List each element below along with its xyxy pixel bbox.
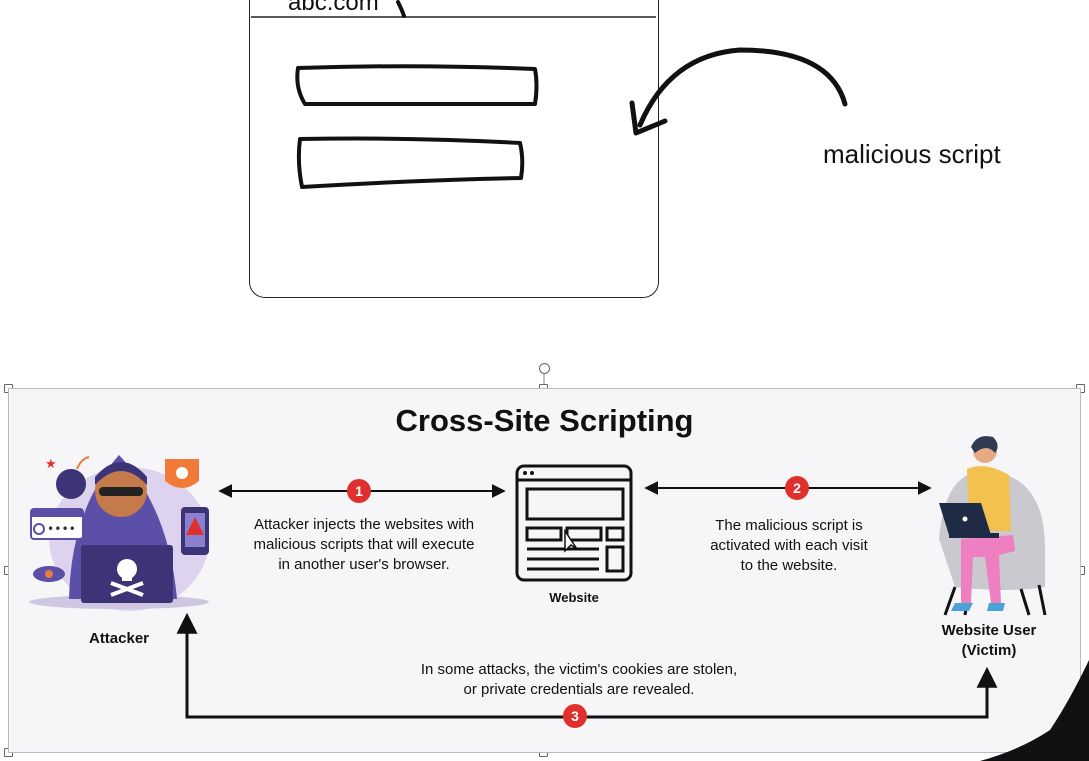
arrowhead-sketch [629, 100, 668, 136]
step-3-line-2: or private credentials are revealed. [463, 681, 695, 698]
step-badge-3: 3 [563, 704, 587, 728]
rotate-handle[interactable] [539, 363, 550, 374]
victim-label: Website User (Victim) [914, 621, 1064, 661]
website-icon [515, 464, 633, 582]
step-1-line-3: in another user's browser. [278, 556, 450, 573]
svg-text:••••: •••• [47, 522, 76, 536]
victim-label-line-1: Website User [941, 622, 1037, 639]
input-box-sketch-2 [296, 136, 525, 189]
cursor-stroke [396, 0, 406, 18]
svg-text:★: ★ [45, 457, 57, 472]
input-box-sketch-1 [295, 64, 539, 106]
step-3-line-1: In some attacks, the victim's cookies ar… [420, 661, 738, 678]
mouse-cursor-icon [564, 528, 578, 553]
step-1-text: Attacker injects the websites with malic… [209, 515, 519, 575]
step-2-text: The malicious script is activated with e… [679, 516, 899, 576]
sketch-caption: malicious script [823, 139, 1001, 169]
step-1-line-1: Attacker injects the websites with [253, 516, 475, 533]
website-label: Website [549, 590, 599, 605]
curved-arrow-sketch [637, 47, 848, 128]
attacker-label: Attacker [88, 630, 150, 647]
diagram-title: Cross-Site Scripting [395, 403, 694, 438]
whiteboard-sketch: abc.com malicious script [0, 0, 1089, 320]
step-badge-2: 2 [785, 476, 809, 500]
step-1-line-2: malicious scripts that will execute [253, 536, 475, 553]
step-badge-1: 1 [347, 479, 371, 503]
sketch-url-text: abc.com [288, 0, 379, 16]
step-2-line-2: activated with each visit [710, 537, 868, 554]
victim-label-line-2: (Victim) [961, 642, 1017, 659]
arrow-victim-attacker [176, 612, 998, 719]
sketch-drawing [251, 0, 848, 189]
step-2-line-1: The malicious script is [715, 517, 863, 534]
victim-user-icon [939, 436, 1047, 616]
step-2-line-3: to the website. [740, 557, 838, 574]
diagram-graphics: ★ •••• [29, 436, 1047, 719]
hacker-icon: ★ •••• [29, 455, 209, 611]
step-3-text: In some attacks, the victim's cookies ar… [339, 660, 819, 700]
website-icon-dots [523, 471, 534, 475]
browser-window-sketch [249, 0, 659, 298]
corner-object [980, 660, 1089, 761]
xss-diagram-image[interactable]: Cross-Site Scripting [8, 388, 1081, 753]
